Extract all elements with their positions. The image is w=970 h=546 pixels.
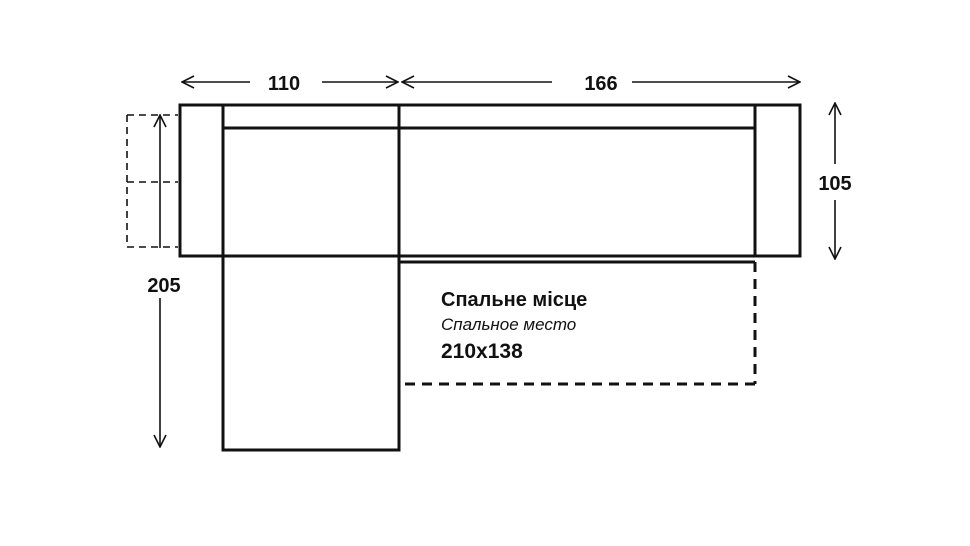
sofa-back-frame [178,103,802,258]
chaise-section [221,126,401,452]
dimension-label-main-width: 166 [584,73,617,95]
dimension-chaise-width: 110 [182,73,398,95]
sleeping-area-subtitle: Спальное место [441,315,576,334]
dimension-main-width: 166 [402,73,800,95]
sofa-outline [178,103,802,452]
dimension-label-back-depth: 105 [818,173,851,195]
dimension-total-depth: 205 [147,115,181,447]
sleeping-area-caption: Спальне місце Спальное место 210x138 [441,289,587,363]
sleeping-area-size: 210x138 [441,340,523,363]
dimension-label-chaise-width: 110 [268,73,300,95]
dimension-label-total-depth: 205 [147,275,180,297]
alternative-armrest-dashed [126,114,178,248]
dimension-back-depth: 105 [818,103,852,259]
sleeping-area-title: Спальне місце [441,289,587,311]
sleeping-area-outline [399,262,757,386]
